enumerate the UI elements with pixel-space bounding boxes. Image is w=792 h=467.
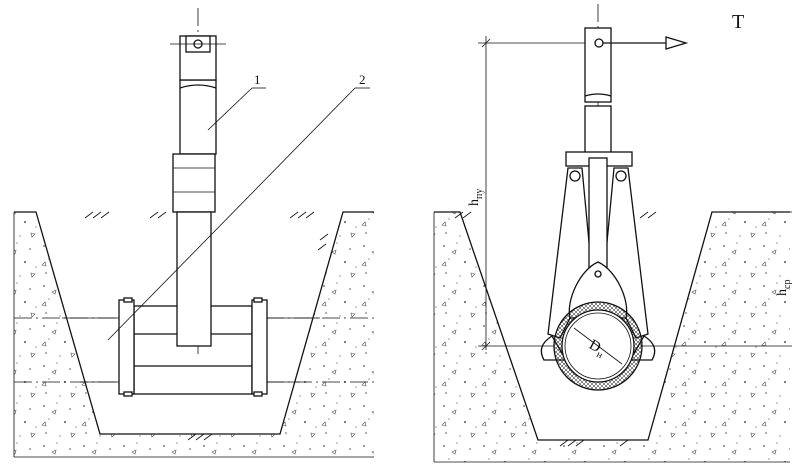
left-lifting-rod <box>179 79 217 155</box>
right-lifting-rod <box>584 27 612 103</box>
left-trench-outline <box>14 211 374 435</box>
left-flange-left <box>118 299 135 395</box>
callout-1-label: 1 <box>254 72 261 87</box>
diameter-label: Dн <box>585 337 609 362</box>
left-view: 1 2 <box>13 8 374 458</box>
callout-2-label: 2 <box>359 72 366 87</box>
left-flange-right <box>251 299 268 395</box>
left-soil-right <box>14 212 374 457</box>
right-view: T Dн hпу <box>433 4 792 463</box>
left-soil-left <box>14 212 100 434</box>
force-label: T <box>732 11 744 33</box>
h-pu-label: hпу <box>467 189 485 206</box>
h-sr-label: hср <box>775 280 792 296</box>
right-soil-right <box>434 212 790 462</box>
left-sleeve <box>172 153 216 213</box>
